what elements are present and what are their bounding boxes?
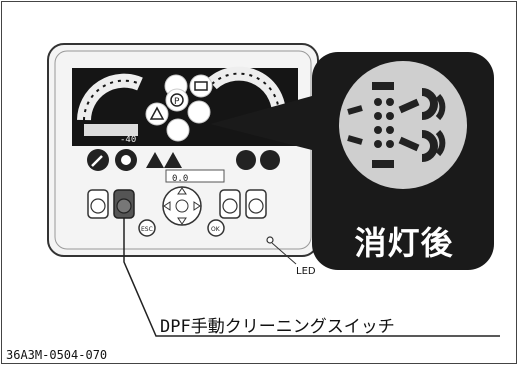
left-switches	[87, 189, 135, 219]
switch-label: DPF手動クリーニングスイッチ	[160, 317, 395, 337]
switch-leader-line	[123, 218, 500, 337]
temperature-icon	[236, 150, 256, 170]
parking-brake-icon	[165, 88, 189, 112]
direction-pad[interactable]	[162, 186, 202, 226]
temperature-readout: -40	[120, 135, 137, 145]
callout-label: 消灯後	[354, 224, 454, 262]
led-leader-line	[271, 242, 297, 265]
filter-warning-icon	[164, 152, 182, 168]
led-indicator	[266, 236, 274, 244]
center-icon-cluster: P	[145, 74, 213, 142]
dpf-symbol-icon	[339, 61, 467, 189]
esc-button[interactable]	[138, 219, 156, 237]
coolant-icon	[187, 100, 211, 124]
esc-label: ESC	[141, 226, 153, 233]
monitor-panel-inner	[54, 50, 312, 250]
battery-icon	[189, 74, 213, 98]
dpf-icon-small	[166, 118, 190, 142]
distance-readout: 0.0	[172, 174, 189, 184]
led-label: LED	[296, 266, 316, 277]
svg-text:P: P	[174, 97, 180, 107]
callout-pointer	[210, 96, 312, 150]
figure-code: 36A3M-0504-070	[6, 348, 108, 362]
left-gauge	[77, 73, 143, 136]
right-switches	[219, 189, 267, 219]
distance-readout-box	[165, 169, 225, 183]
ok-button[interactable]	[207, 219, 225, 237]
indicator-row	[87, 149, 280, 171]
warning-triangle-icon	[146, 152, 164, 168]
fan-icon	[260, 150, 280, 170]
ok-label: OK	[211, 226, 221, 233]
